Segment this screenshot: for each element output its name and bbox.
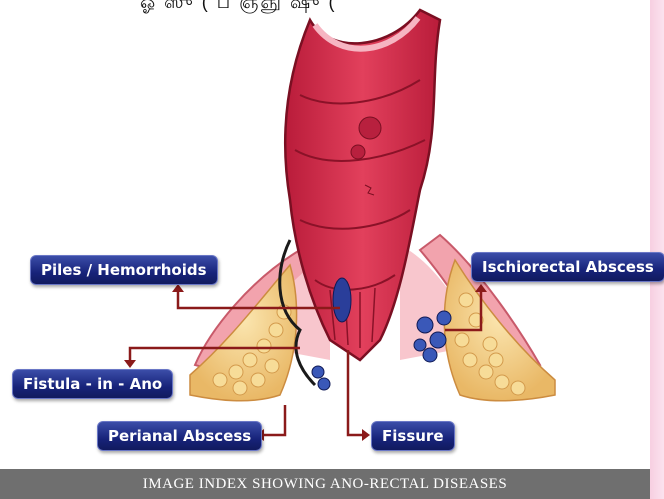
label-piles-hemorrhoids: Piles / Hemorrhoids [30, 255, 218, 285]
footer-caption: IMAGE INDEX SHOWING ANO-RECTAL DISEASES [0, 469, 650, 499]
label-ischiorectal-abscess: Ischiorectal Abscess [471, 252, 664, 282]
label-fissure: Fissure [371, 421, 455, 451]
anorectal-illustration [0, 0, 650, 470]
label-fistula-in-ano: Fistula - in - Ano [12, 369, 173, 399]
pointer-perianal [264, 405, 285, 435]
page-edge-strip [650, 0, 664, 499]
pointer-fissure [348, 350, 362, 435]
label-perianal-abscess: Perianal Abscess [97, 421, 262, 451]
